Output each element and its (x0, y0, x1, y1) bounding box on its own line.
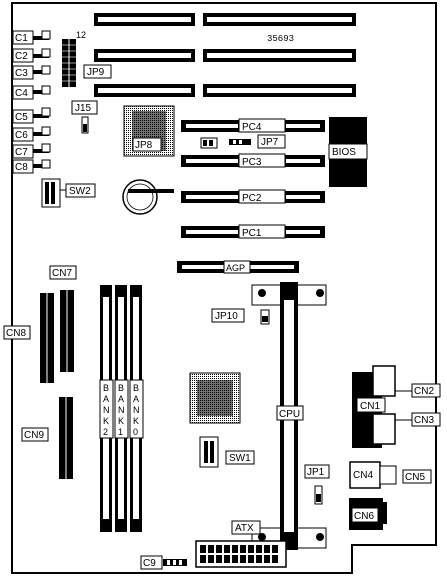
label-bios: BIOS (332, 147, 356, 158)
pci-slot-3 (181, 153, 325, 168)
label-cn8: CN8 (6, 328, 26, 339)
label-jp9: JP9 (87, 67, 105, 78)
capacitor-labels: C1 C2 C3 C4 C5 C6 C7 C8 (12, 30, 34, 174)
sw1-switch (199, 436, 219, 468)
svg-text:1: 1 (118, 427, 123, 437)
label-c8: C8 (15, 162, 28, 173)
svg-text:0: 0 (133, 427, 138, 437)
label-cn4: CN4 (353, 470, 373, 481)
svg-text:A: A (133, 394, 139, 404)
board-outline (11, 2, 437, 574)
svg-text:N: N (118, 405, 125, 415)
svg-text:A: A (103, 394, 109, 404)
atx-pins (200, 545, 278, 563)
label-pc3: PC3 (242, 157, 262, 168)
label-jp8: JP8 (135, 140, 153, 151)
label-jp1: JP1 (307, 467, 325, 478)
svg-text:B: B (133, 383, 139, 393)
label-j15: J15 (75, 103, 92, 114)
jp9-header (62, 39, 76, 87)
label-sw2: SW2 (69, 186, 91, 197)
label-jp7: JP7 (261, 137, 279, 148)
atx-power-connector (195, 540, 287, 568)
svg-text:N: N (133, 405, 140, 415)
label-pc2: PC2 (242, 193, 262, 204)
label-cn1: CN1 (360, 401, 380, 412)
bank-2-label: B A N K 2 (103, 383, 110, 437)
cn8-header (40, 293, 54, 383)
battery (122, 179, 158, 215)
pci-slot-1 (181, 224, 325, 239)
svg-text:K: K (103, 416, 109, 426)
pci-slot-4 (181, 118, 325, 133)
pin-marker: 12 (76, 30, 86, 40)
label-sw1: SW1 (229, 453, 251, 464)
agp-slot (177, 260, 299, 274)
bank-1-label: B A N K 1 (118, 383, 125, 437)
bank-0-label: B A N K 0 (133, 383, 140, 437)
cn7-header (60, 290, 74, 372)
svg-text:B: B (103, 383, 109, 393)
cn6-connector (349, 498, 387, 530)
label-cn5: CN5 (405, 472, 425, 483)
pci-slot-2 (181, 189, 325, 204)
capacitor-jumpers (33, 30, 51, 169)
svg-text:B: B (118, 383, 124, 393)
label-c7: C7 (15, 147, 28, 158)
label-pc4: PC4 (242, 122, 262, 133)
label-jp10: JP10 (215, 311, 238, 322)
label-cn9: CN9 (24, 430, 44, 441)
label-c6: C6 (15, 130, 28, 141)
label-pc1: PC1 (242, 228, 262, 239)
cn9-header (59, 397, 73, 479)
cn1-connector (352, 365, 396, 448)
board-number: 35693 (267, 34, 294, 44)
svg-text:A: A (118, 394, 124, 404)
label-c4: C4 (15, 88, 28, 99)
svg-text:2: 2 (103, 427, 108, 437)
cn4-connector (349, 461, 397, 489)
svg-text:N: N (103, 405, 110, 415)
label-c9: C9 (143, 558, 156, 569)
label-atx: ATX (235, 523, 254, 534)
label-cn6: CN6 (354, 511, 374, 522)
label-cpu: CPU (279, 409, 300, 420)
label-c3: C3 (15, 68, 28, 79)
svg-text:K: K (118, 416, 124, 426)
label-cn7: CN7 (52, 268, 72, 279)
label-cn3: CN3 (414, 415, 434, 426)
label-c5: C5 (15, 112, 28, 123)
label-c1: C1 (15, 33, 28, 44)
svg-text:K: K (133, 416, 139, 426)
isa-slots (94, 13, 356, 97)
label-cn2: CN2 (414, 386, 434, 397)
label-c2: C2 (15, 51, 28, 62)
label-agp: AGP (226, 263, 245, 273)
